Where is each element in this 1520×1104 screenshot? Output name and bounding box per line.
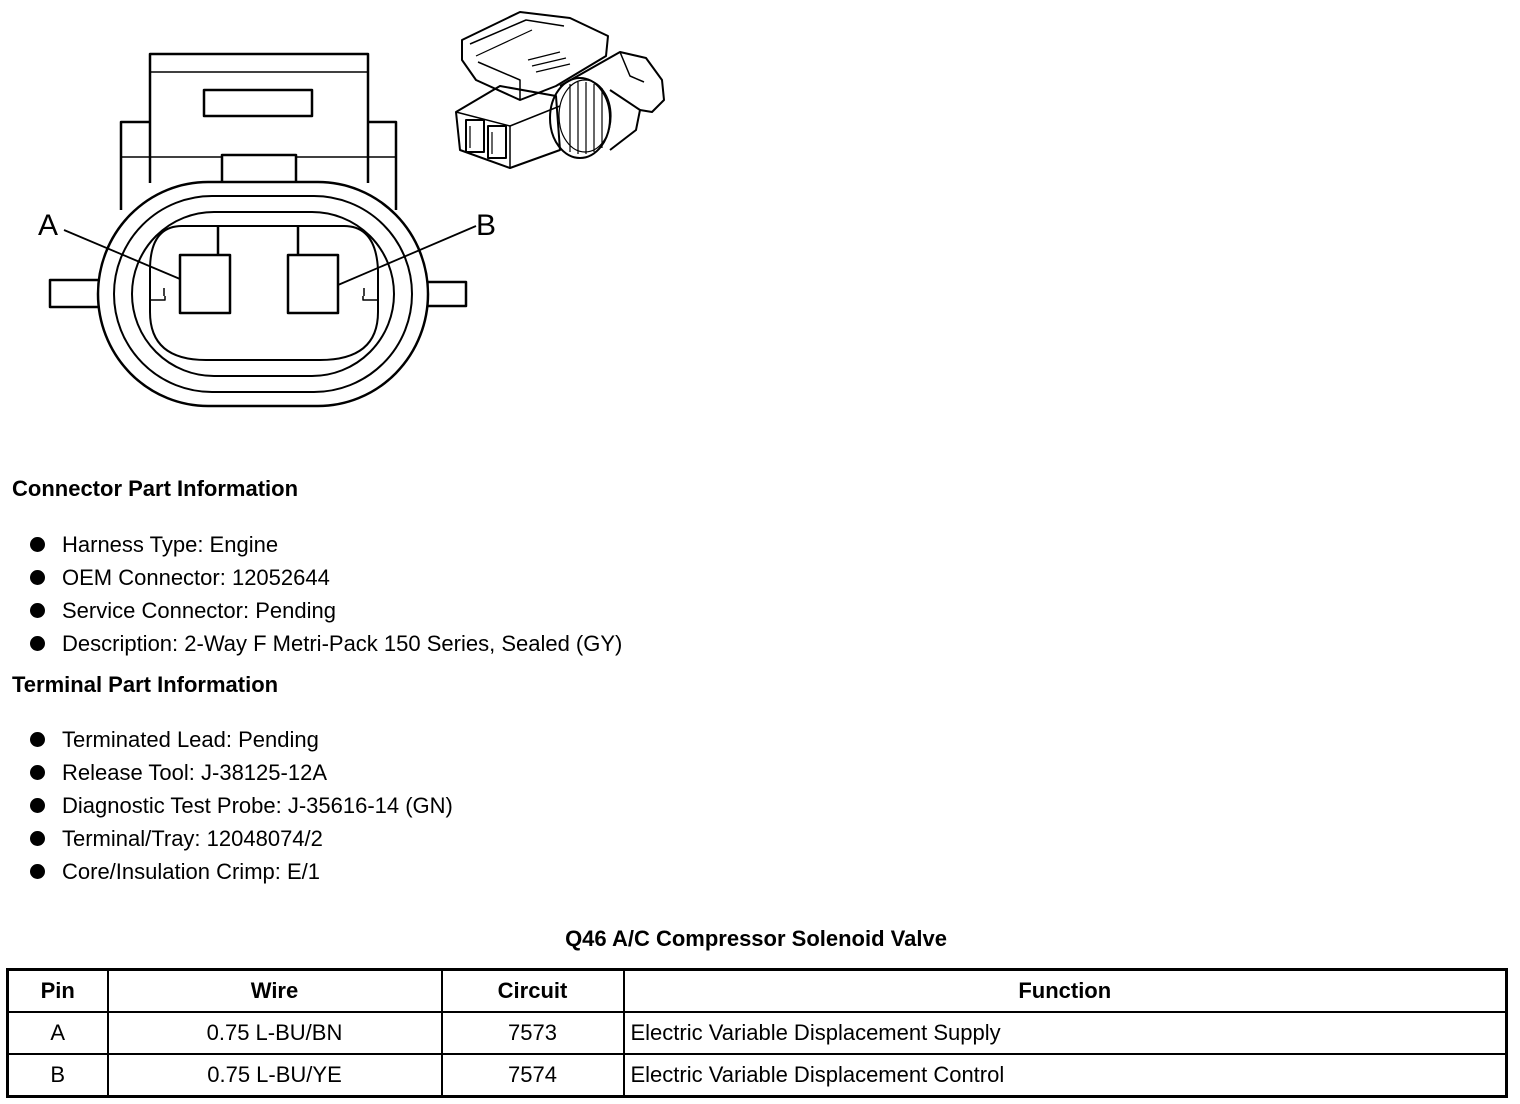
list-item-text: Description: 2-Way F Metri-Pack 150 Seri… [62, 631, 623, 656]
pin-b-label: B [476, 209, 496, 242]
bullet-icon [30, 831, 45, 846]
column-header-circuit: Circuit [440, 968, 625, 1013]
list-item: Harness Type: Engine [30, 528, 622, 561]
pin-cell: A [6, 1011, 109, 1055]
list-item: Release Tool: J-38125-12A [30, 756, 453, 789]
terminal-part-heading: Terminal Part Information [12, 672, 279, 697]
bullet-icon [30, 798, 45, 813]
bullet-icon [30, 864, 45, 879]
bullet-icon [30, 732, 45, 747]
table-title: Q46 A/C Compressor Solenoid Valve [565, 926, 947, 951]
bullet-icon [30, 765, 45, 780]
function-cell: Electric Variable Displacement Control [622, 1053, 1508, 1098]
list-item: Terminal/Tray: 12048074/2 [30, 822, 453, 855]
table-header-row: Pin Wire Circuit Function [6, 968, 1508, 1013]
column-header-pin: Pin [6, 968, 109, 1013]
list-item-text: Release Tool: J-38125-12A [62, 760, 327, 785]
table-row: B 0.75 L-BU/YE 7574 Electric Variable Di… [6, 1053, 1508, 1098]
wire-cell: 0.75 L-BU/YE [106, 1053, 443, 1098]
column-header-function: Function [622, 968, 1508, 1013]
bullet-icon [30, 636, 45, 651]
list-item-text: Service Connector: Pending [62, 598, 336, 623]
list-item: Terminated Lead: Pending [30, 723, 453, 756]
terminal-part-list: Terminated Lead: Pending Release Tool: J… [30, 723, 453, 888]
list-item: OEM Connector: 12052644 [30, 561, 622, 594]
connector-isometric-view [455, 11, 665, 169]
list-item: Service Connector: Pending [30, 594, 622, 627]
wire-cell: 0.75 L-BU/BN [106, 1011, 443, 1055]
circuit-cell: 7573 [440, 1011, 625, 1055]
pin-a-label: A [38, 209, 58, 242]
bullet-icon [30, 570, 45, 585]
list-item: Diagnostic Test Probe: J-35616-14 (GN) [30, 789, 453, 822]
connector-drawing: A B [38, 11, 665, 408]
connector-part-list: Harness Type: Engine OEM Connector: 1205… [30, 528, 622, 660]
list-item-text: Terminated Lead: Pending [62, 727, 319, 752]
bullet-icon [30, 603, 45, 618]
circuit-cell: 7574 [440, 1053, 625, 1098]
table-row: A 0.75 L-BU/BN 7573 Electric Variable Di… [6, 1011, 1508, 1055]
list-item-text: Terminal/Tray: 12048074/2 [62, 826, 323, 851]
pinout-table: Pin Wire Circuit Function A 0.75 L-BU/BN… [6, 968, 1508, 1098]
list-item: Core/Insulation Crimp: E/1 [30, 855, 453, 888]
pin-cell: B [6, 1053, 109, 1098]
bullet-icon [30, 537, 45, 552]
list-item-text: Core/Insulation Crimp: E/1 [62, 859, 320, 884]
connector-illustration: A B [0, 0, 700, 440]
list-item: Description: 2-Way F Metri-Pack 150 Seri… [30, 627, 622, 660]
connector-part-heading: Connector Part Information [12, 476, 299, 501]
list-item-text: Harness Type: Engine [62, 532, 279, 557]
list-item-text: OEM Connector: 12052644 [62, 565, 330, 590]
list-item-text: Diagnostic Test Probe: J-35616-14 (GN) [62, 793, 453, 818]
function-cell: Electric Variable Displacement Supply [622, 1011, 1508, 1055]
column-header-wire: Wire [106, 968, 443, 1013]
